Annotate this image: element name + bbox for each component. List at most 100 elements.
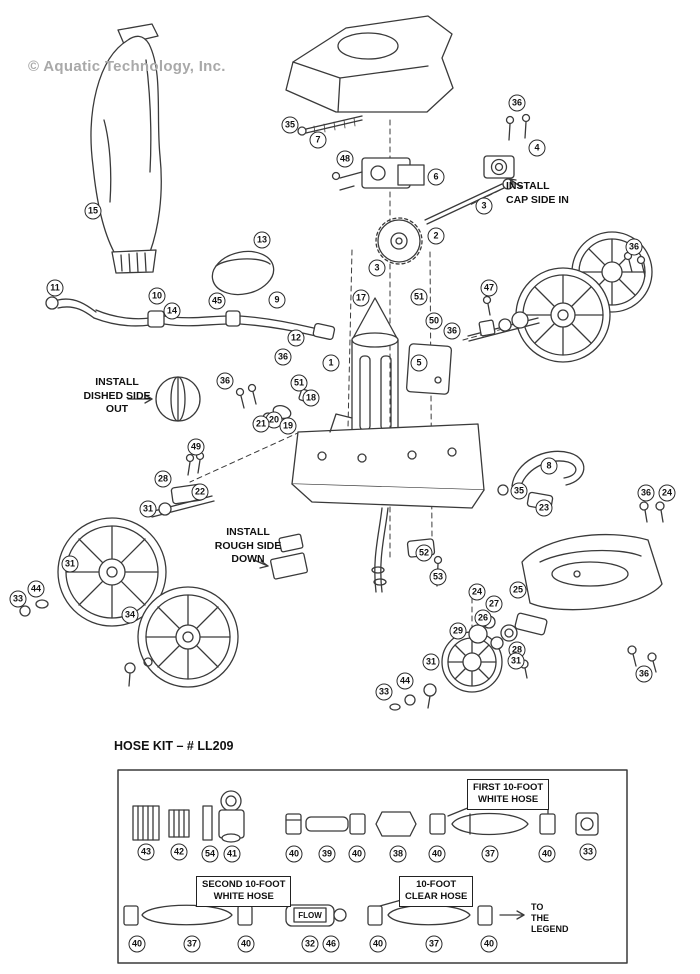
right-axle-parts	[467, 295, 540, 342]
screws-top-right	[505, 113, 531, 141]
callout-41: 41	[223, 845, 241, 863]
callout-54: 54	[201, 845, 219, 863]
callout-53: 53	[429, 568, 447, 586]
callout-3: 3	[475, 197, 493, 215]
callout-15: 15	[84, 202, 102, 220]
callout-14: 14	[163, 302, 181, 320]
cap-bracket	[483, 155, 523, 189]
callout-12: 12	[287, 329, 305, 347]
label-second-hose: SECOND 10-FOOT WHITE HOSE	[196, 876, 292, 907]
label-first-hose: FIRST 10-FOOT WHITE HOSE	[467, 779, 550, 810]
callout-40: 40	[369, 935, 387, 953]
hose-kit-box	[117, 769, 628, 964]
top-housing	[285, 15, 454, 113]
callout-19: 19	[279, 417, 297, 435]
callout-10: 10	[148, 287, 166, 305]
watermark: © Aquatic Technology, Inc.	[28, 58, 226, 75]
callout-31: 31	[61, 555, 79, 573]
callout-39: 39	[318, 845, 336, 863]
callout-51: 51	[290, 374, 308, 392]
dished-washer	[127, 376, 201, 422]
callout-37: 37	[183, 935, 201, 953]
callout-36: 36	[443, 322, 461, 340]
label-to-legend: TO THE LEGEND	[531, 902, 569, 934]
callout-49: 49	[187, 438, 205, 456]
callout-44: 44	[27, 580, 45, 598]
callout-21: 21	[252, 415, 270, 433]
hose-kit-row1	[132, 790, 599, 843]
label-install-rough: INSTALL ROUGH SIDE DOWN	[214, 526, 282, 566]
callout-8: 8	[540, 457, 558, 475]
callout-22: 22	[191, 483, 209, 501]
callout-11: 11	[46, 279, 64, 297]
callout-36: 36	[216, 372, 234, 390]
callout-24: 24	[468, 583, 486, 601]
left-wheel-hardware	[19, 599, 153, 687]
label-install-cap: INSTALL CAP SIDE IN	[506, 180, 569, 206]
callout-32: 32	[301, 935, 319, 953]
callout-46: 46	[322, 935, 340, 953]
callout-36: 36	[508, 94, 526, 112]
bottom-pan	[521, 533, 663, 611]
callout-37: 37	[425, 935, 443, 953]
drive-assembly	[331, 157, 425, 191]
callout-33: 33	[375, 683, 393, 701]
main-body	[351, 297, 399, 460]
pan-screws	[627, 501, 665, 673]
callout-3: 3	[368, 259, 386, 277]
callout-31: 31	[139, 500, 157, 518]
float	[211, 250, 275, 296]
label-install-dished: INSTALL DISHED SIDE OUT	[83, 376, 151, 416]
callout-9: 9	[268, 291, 286, 309]
callout-17: 17	[352, 289, 370, 307]
callout-1: 1	[322, 354, 340, 372]
callout-35: 35	[281, 116, 299, 134]
feed-hose-left	[45, 296, 336, 341]
callout-36: 36	[635, 665, 653, 683]
small-wheel-hardware	[389, 612, 548, 711]
callout-40: 40	[237, 935, 255, 953]
callout-29: 29	[449, 622, 467, 640]
callout-40: 40	[538, 845, 556, 863]
callout-43: 43	[137, 843, 155, 861]
base-frame	[291, 413, 485, 509]
callout-25: 25	[509, 581, 527, 599]
callout-48: 48	[336, 150, 354, 168]
callout-4: 4	[528, 139, 546, 157]
callout-2: 2	[427, 227, 445, 245]
callout-47: 47	[480, 279, 498, 297]
callout-52: 52	[415, 544, 433, 562]
callout-18: 18	[302, 389, 320, 407]
callout-34: 34	[121, 606, 139, 624]
callout-24: 24	[658, 484, 676, 502]
callout-36: 36	[625, 238, 643, 256]
callout-37: 37	[481, 845, 499, 863]
callout-35: 35	[510, 482, 528, 500]
callout-31: 31	[507, 652, 525, 670]
callout-51: 51	[410, 288, 428, 306]
hose-kit-title: HOSE KIT – # LL209	[114, 739, 234, 753]
callout-50: 50	[425, 312, 443, 330]
callout-36: 36	[637, 484, 655, 502]
label-clear-hose: 10-FOOT CLEAR HOSE	[399, 876, 474, 907]
callout-38: 38	[389, 845, 407, 863]
callout-33: 33	[579, 843, 597, 861]
callout-40: 40	[480, 935, 498, 953]
callout-40: 40	[428, 845, 446, 863]
sweep-tail	[371, 507, 389, 593]
callout-33: 33	[9, 590, 27, 608]
small-wheel	[441, 631, 503, 693]
callout-5: 5	[410, 354, 428, 372]
callout-40: 40	[348, 845, 366, 863]
label-flow: FLOW	[298, 911, 322, 920]
rough-plate	[253, 533, 308, 580]
callout-45: 45	[208, 292, 226, 310]
callout-27: 27	[485, 595, 503, 613]
callout-40: 40	[285, 845, 303, 863]
callout-36: 36	[274, 348, 292, 366]
callout-31: 31	[422, 653, 440, 671]
callout-13: 13	[253, 231, 271, 249]
callout-7: 7	[309, 131, 327, 149]
